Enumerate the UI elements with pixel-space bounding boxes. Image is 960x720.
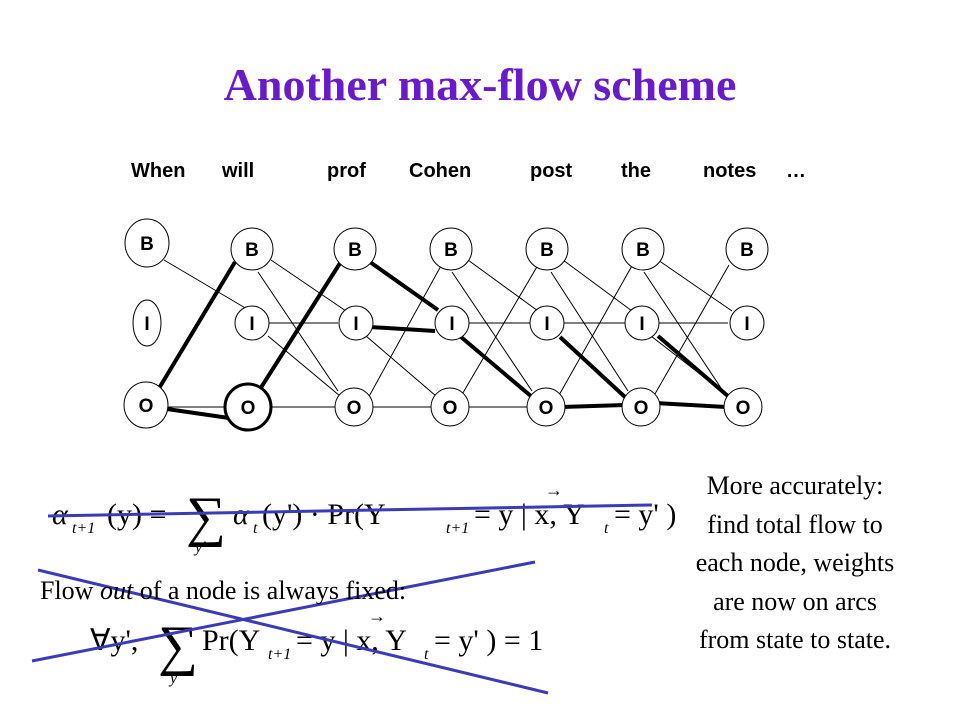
node-col6-o bbox=[723, 387, 763, 427]
formula1-sum-sub: y' bbox=[193, 539, 206, 556]
note-more-accurately: More accurately: find total flow to each… bbox=[660, 467, 930, 660]
node-col6-i bbox=[729, 305, 765, 341]
label-col6-b: B bbox=[740, 240, 754, 261]
formula1-term-sub: t bbox=[253, 520, 258, 537]
node-col4-i bbox=[529, 305, 565, 341]
label-col2-b: B bbox=[348, 240, 362, 261]
formula2-term-mid: = y | x, Y bbox=[296, 624, 407, 657]
note-line-5: from state to state. bbox=[698, 625, 892, 654]
label-col4-o: O bbox=[539, 398, 554, 419]
formula2-sigma: ∑ bbox=[158, 615, 198, 677]
word-prof: prof bbox=[327, 160, 366, 182]
word-cohen: Cohen bbox=[409, 160, 472, 182]
flow-out-suffix: of a node is always fixed: bbox=[133, 576, 407, 605]
formula1-term-end: = y' ) bbox=[614, 498, 676, 531]
formula2-sum-sub: y bbox=[168, 670, 178, 687]
thick-edges bbox=[156, 258, 731, 420]
word-the: the bbox=[621, 160, 651, 182]
flow-out-prefix: Flow bbox=[40, 576, 100, 605]
strike-x-1 bbox=[37, 568, 549, 695]
nodes bbox=[123, 218, 769, 432]
node-col1-o bbox=[223, 382, 273, 432]
note-line-2: find total flow to bbox=[707, 509, 883, 539]
formula1-term: α bbox=[233, 498, 250, 531]
flow-out-emph: out bbox=[99, 576, 134, 605]
label-col0-b: B bbox=[140, 234, 154, 255]
node-col5-b bbox=[621, 227, 665, 271]
label-col4-b: B bbox=[540, 240, 554, 261]
node-col0-b bbox=[124, 218, 170, 268]
formula-alpha: α t+1 (y) = ∑ y' α t (y') · Pr(Y t+1 = y… bbox=[52, 480, 676, 556]
node-col2-i bbox=[338, 305, 374, 341]
formula2-term-sub2: t bbox=[424, 646, 429, 663]
formula2-term: Pr(Y bbox=[202, 624, 260, 657]
node-col3-o bbox=[430, 387, 470, 427]
formula1-vec-arrow: → bbox=[545, 480, 563, 500]
word-ellipsis: … bbox=[786, 160, 806, 182]
note-line-4: are now on arcs bbox=[713, 586, 877, 616]
label-col2-i: I bbox=[353, 314, 358, 335]
label-col3-i: I bbox=[449, 314, 454, 335]
note-line-3: each node, weights bbox=[695, 548, 895, 577]
node-col0-i bbox=[132, 299, 162, 347]
label-col6-i: I bbox=[744, 314, 749, 335]
label-col5-i: I bbox=[639, 314, 644, 335]
word-post: post bbox=[530, 160, 573, 182]
formula2-term-sub: t+1 bbox=[268, 646, 291, 663]
formula1-term-arg: (y') · Pr(Y bbox=[262, 498, 386, 531]
word-notes: notes bbox=[703, 160, 757, 182]
node-col3-b bbox=[429, 227, 473, 271]
flow-out-text: Flow out of a node is always fixed: bbox=[40, 576, 406, 606]
node-col6-b bbox=[725, 227, 769, 271]
label-col6-o: O bbox=[736, 398, 751, 419]
node-col1-i bbox=[234, 305, 270, 341]
formula1-sigma: ∑ bbox=[186, 486, 226, 548]
formula2-vec-arrow: → bbox=[368, 606, 386, 626]
label-col1-o: O bbox=[241, 398, 256, 419]
strike-x-2 bbox=[31, 560, 536, 663]
node-col1-b bbox=[230, 227, 274, 271]
formula1-term-sub2: t+1 bbox=[446, 520, 469, 537]
formula1-lhs-sub: t+1 bbox=[72, 520, 95, 537]
formula-normalization: ∀y', ∑ y Pr(Y t+1 = y | x, Y → t = y' ) … bbox=[90, 606, 543, 687]
node-col5-o bbox=[621, 387, 661, 427]
label-col1-b: B bbox=[245, 240, 259, 261]
node-col2-o bbox=[334, 387, 374, 427]
label-col3-o: O bbox=[443, 398, 458, 419]
note-line-1: More accurately: bbox=[706, 471, 884, 500]
label-col5-o: O bbox=[634, 398, 649, 419]
thin-edges bbox=[163, 259, 733, 421]
strike-formula-1 bbox=[47, 503, 653, 518]
label-col0-i: I bbox=[144, 314, 149, 335]
label-col3-b: B bbox=[444, 240, 458, 261]
label-col2-o: O bbox=[347, 398, 362, 419]
label-col1-i: I bbox=[249, 314, 254, 335]
node-col4-o bbox=[526, 387, 566, 427]
label-col5-b: B bbox=[636, 240, 650, 261]
formula1-term-rest: = y | x, Y bbox=[474, 498, 585, 531]
formula1-term-sub3: t bbox=[604, 520, 609, 537]
node-col2-b bbox=[333, 227, 377, 271]
node-col0-o bbox=[123, 381, 169, 429]
word-when: When bbox=[131, 160, 186, 182]
node-col3-i bbox=[434, 305, 470, 341]
strike-lines bbox=[31, 503, 653, 695]
formula2-term-end: = y' ) = 1 bbox=[434, 624, 543, 657]
word-will: will bbox=[222, 160, 255, 182]
node-labels: B I O B I O B I O B I O B I O B I O B I … bbox=[139, 234, 754, 419]
node-col5-i bbox=[624, 305, 660, 341]
label-col0-o: O bbox=[139, 396, 154, 417]
node-col4-b bbox=[525, 227, 569, 271]
slide-title: Another max-flow scheme bbox=[223, 59, 737, 110]
label-col4-i: I bbox=[544, 314, 549, 335]
